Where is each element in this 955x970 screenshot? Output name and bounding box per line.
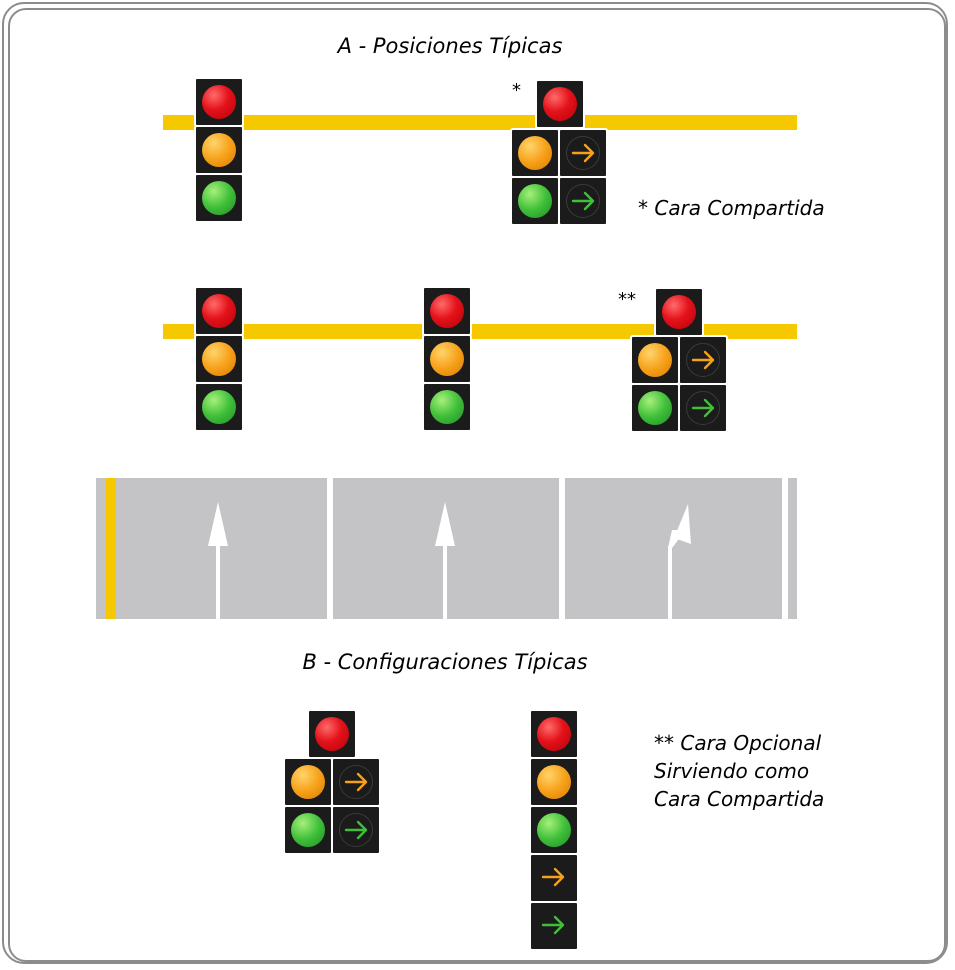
red-lamp [430, 294, 464, 328]
signal-head-amber [531, 759, 577, 805]
green-lamp [537, 813, 571, 847]
roadway [96, 478, 797, 619]
lane-markings [106, 478, 788, 619]
green-arrow-lamp [686, 391, 720, 425]
yellow-edge-line [106, 478, 116, 619]
signal-head-green [531, 807, 577, 853]
red-lamp [315, 717, 349, 751]
right-arrow-icon [541, 867, 565, 887]
optional-face-note-line1: ** Cara Opcional [654, 731, 822, 755]
signal-head-amber-arrow [531, 855, 577, 901]
signal-head-red [309, 711, 355, 757]
straight-arrow-icon [208, 502, 228, 619]
signal-head-green [632, 385, 678, 431]
signal-head-green [196, 384, 242, 430]
optional-face-note-line2: Sirviendo como [654, 759, 810, 783]
signal-head-red [537, 81, 583, 127]
section-a-title: A - Posiciones Típicas [337, 34, 563, 58]
signal-head-amber [512, 130, 558, 176]
amber-lamp [518, 136, 552, 170]
green-lamp [202, 181, 236, 215]
amber-lamp [202, 133, 236, 167]
green-arrow-lamp [339, 813, 373, 847]
section-b-title: B - Configuraciones Típicas [302, 650, 588, 674]
right-arrow-icon [691, 350, 715, 370]
signal-head-red [424, 288, 470, 334]
shared-face-note: * Cara Compartida [638, 196, 825, 220]
green-lamp [291, 813, 325, 847]
optional-face-note-line3: Cara Compartida [654, 787, 825, 811]
signal-head-red [531, 711, 577, 757]
red-lamp [202, 85, 236, 119]
green-arrow-lamp [566, 184, 600, 218]
signal-head-amber-arrow [333, 759, 379, 805]
green-arrow-lamp [537, 909, 571, 943]
signal-head-red [656, 289, 702, 335]
green-lamp [430, 390, 464, 424]
green-lamp [202, 390, 236, 424]
amber-lamp [537, 765, 571, 799]
signal-head-red [196, 79, 242, 125]
optional-face-marker: ** [618, 289, 636, 310]
green-lamp [518, 184, 552, 218]
signal-head-amber-arrow [680, 337, 726, 383]
right-arrow-icon [541, 915, 565, 935]
amber-arrow-lamp [686, 343, 720, 377]
amber-lamp [430, 342, 464, 376]
right-arrow-icon [571, 143, 595, 163]
signal-head-amber [424, 336, 470, 382]
right-arrow-icon [344, 820, 368, 840]
shared-face-marker: * [512, 80, 521, 101]
signal-head-amber [196, 127, 242, 173]
signal-head-green-arrow [333, 807, 379, 853]
signal-head-amber [632, 337, 678, 383]
right-arrow-icon [344, 772, 368, 792]
amber-lamp [638, 343, 672, 377]
mast-arm-row1 [163, 115, 797, 130]
signal-head-amber [196, 336, 242, 382]
red-lamp [662, 295, 696, 329]
amber-arrow-lamp [339, 765, 373, 799]
signal-head-green [512, 178, 558, 224]
red-lamp [202, 294, 236, 328]
amber-arrow-lamp [566, 136, 600, 170]
red-lamp [537, 717, 571, 751]
signal-head-green-arrow [560, 178, 606, 224]
inner-frame [8, 8, 946, 962]
signal-head-green-arrow [680, 385, 726, 431]
amber-lamp [202, 342, 236, 376]
signal-head-red [196, 288, 242, 334]
signal-head-green [196, 175, 242, 221]
lane-line [327, 478, 333, 619]
signal-head-green [285, 807, 331, 853]
amber-lamp [291, 765, 325, 799]
signal-head-amber-arrow [560, 130, 606, 176]
white-edge-line [782, 478, 788, 619]
signal-head-green-arrow [531, 903, 577, 949]
green-lamp [638, 391, 672, 425]
lane-line [559, 478, 565, 619]
red-lamp [543, 87, 577, 121]
right-arrow-icon [571, 191, 595, 211]
right-arrow-icon [691, 398, 715, 418]
right-turn-arrow-icon [668, 504, 691, 619]
signal-head-green [424, 384, 470, 430]
mast-arm-row2 [163, 324, 797, 339]
amber-arrow-lamp [537, 861, 571, 895]
signal-head-amber [285, 759, 331, 805]
straight-arrow-icon [435, 502, 455, 619]
